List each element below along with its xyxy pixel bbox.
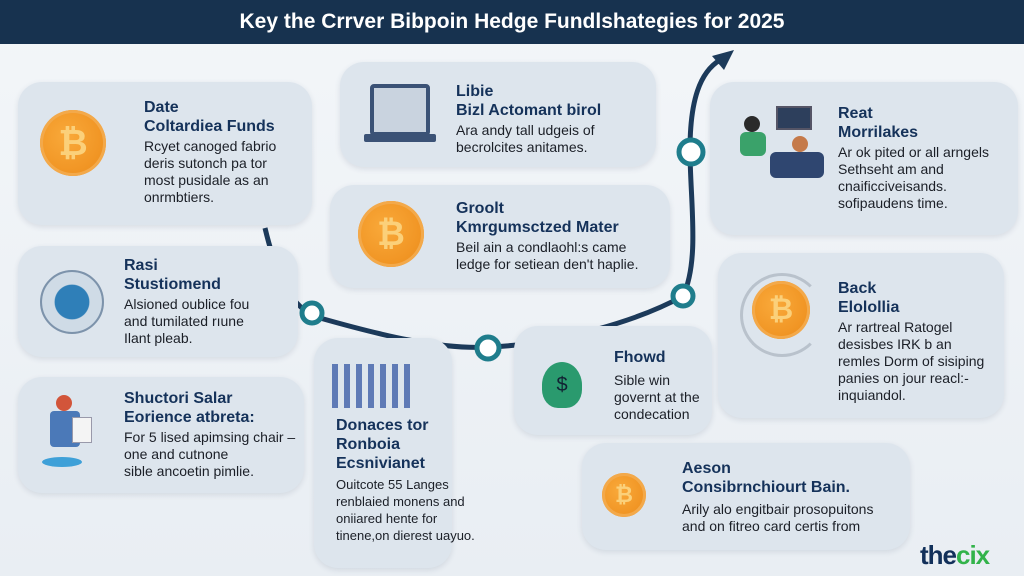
bitcoin-icon: ₿ xyxy=(40,110,106,176)
laptop-icon xyxy=(370,84,430,136)
timeline-node xyxy=(670,283,696,309)
timeline-node xyxy=(299,300,325,326)
card-subtitle: Stustiomend xyxy=(124,276,221,293)
card-title: Reat xyxy=(838,105,873,122)
card-subtitle: Coltardiea Funds xyxy=(144,118,275,135)
card-subtitle: Bizl Actomant birol xyxy=(456,102,602,119)
card-title: Fhowd xyxy=(614,349,666,366)
timeline-node xyxy=(676,137,706,167)
card-title: Back xyxy=(838,280,877,297)
timeline-node xyxy=(474,334,502,362)
card-subtitle: Kmrgumsctzed Mater xyxy=(456,219,619,236)
card-title: Date xyxy=(144,99,179,116)
person-documents-icon xyxy=(42,395,102,475)
bitcoin-icon: ₿ xyxy=(752,281,810,339)
card-subtitle: Ronboia xyxy=(336,436,400,453)
header-bar: Key the Crrver Bibpoin Hedge Fundlshateg… xyxy=(0,0,1024,44)
card-title: Shuctori Salar xyxy=(124,390,233,407)
card-description: For 5 lised apimsing chair –one and cutn… xyxy=(124,429,296,479)
laptop-base-icon xyxy=(364,134,436,142)
network-globe-icon xyxy=(40,270,104,334)
bitcoin-icon: ₿ xyxy=(602,473,646,517)
page-title: Key the Crrver Bibpoin Hedge Fundlshateg… xyxy=(239,10,785,33)
card-title: Groolt xyxy=(456,200,504,217)
crowd-icon xyxy=(332,364,412,408)
cycle-arrow-icon xyxy=(740,273,824,357)
arrow-head-icon xyxy=(712,50,734,70)
card-subtitle: Eorience atbreta: xyxy=(124,409,255,426)
card-title: Libie xyxy=(456,83,494,100)
card-subtitle: Ecsnivianet xyxy=(336,455,425,472)
bitcoin-click-icon: ₿ xyxy=(358,201,424,267)
people-computer-icon xyxy=(740,106,830,186)
card-title: Rasi xyxy=(124,257,158,274)
card-subtitle: Consibrnchiourt Bain. xyxy=(682,479,850,496)
card-title: Aeson xyxy=(682,460,731,477)
card-subtitle: Elolollia xyxy=(838,299,900,316)
card-subtitle: Morrilakes xyxy=(838,124,919,141)
brand-logo: thecix xyxy=(920,540,990,570)
money-bag-icon: $ xyxy=(542,362,582,408)
card-title: Donaces tor xyxy=(336,417,429,434)
